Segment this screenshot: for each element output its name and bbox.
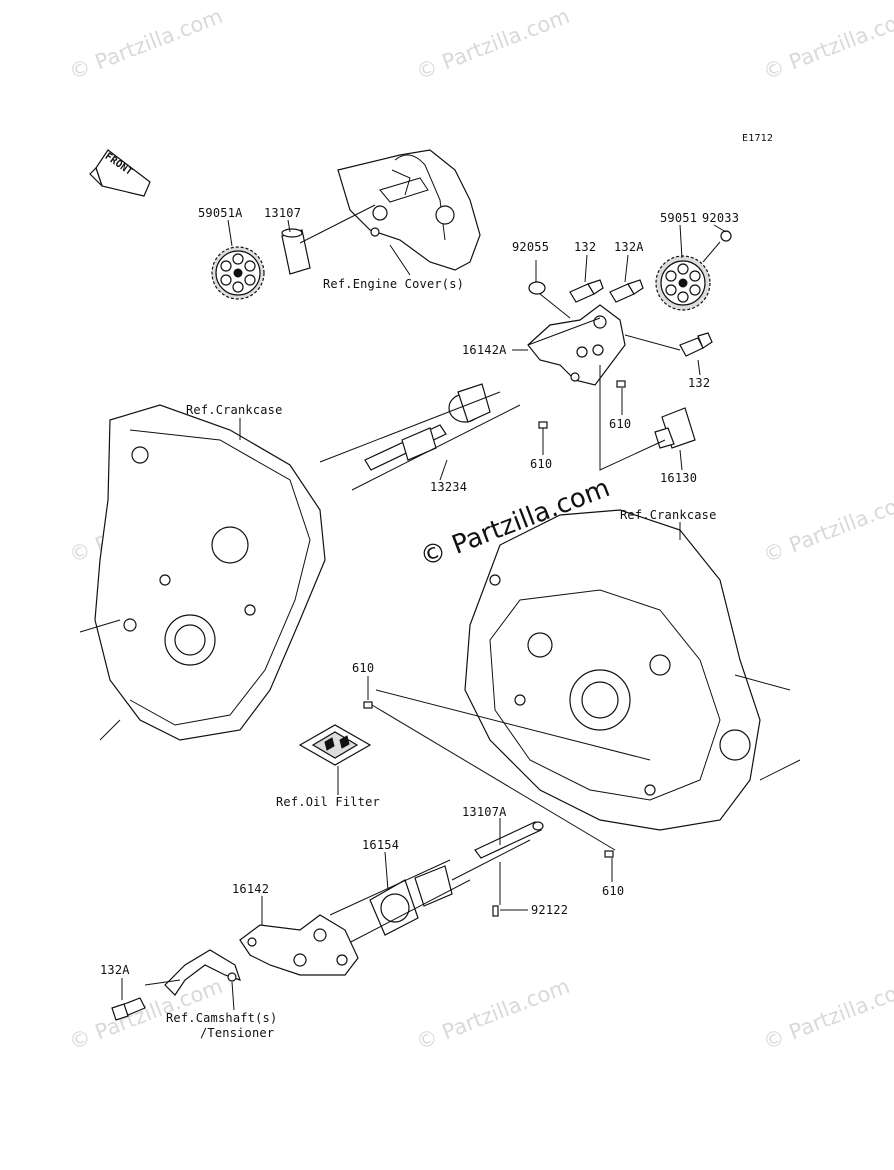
label-13234[interactable]: 13234 — [430, 480, 468, 494]
label-13107[interactable]: 13107 — [264, 206, 302, 220]
label-ref-engine-cover[interactable]: Ref.Engine Cover(s) — [323, 277, 465, 291]
label-610-a[interactable]: 610 — [609, 417, 632, 431]
dowel-610-a — [616, 380, 626, 388]
label-16142[interactable]: 16142 — [232, 882, 270, 896]
front-arrow-icon — [89, 149, 151, 197]
rotor-16154 — [329, 839, 531, 946]
label-132-top[interactable]: 132 — [574, 240, 597, 254]
pump-body-16142 — [239, 914, 359, 976]
circlip-92033 — [720, 230, 732, 242]
dowel-610-b — [538, 421, 548, 429]
sprocket-59051A — [211, 246, 265, 300]
fitting-16130 — [599, 365, 696, 471]
pin-13107A — [474, 821, 544, 859]
label-ref-tensioner[interactable]: /Tensioner — [200, 1026, 275, 1040]
shaft-13234 — [319, 383, 521, 491]
oil-filter-drawing — [298, 724, 372, 766]
label-59051A[interactable]: 59051A — [198, 206, 243, 220]
pump-body-16142A — [527, 304, 626, 386]
crankcase-right-drawing — [464, 509, 801, 831]
label-59051[interactable]: 59051 — [660, 211, 698, 225]
label-ref-crankcase-left[interactable]: Ref.Crankcase — [186, 403, 283, 417]
crankcase-left-drawing — [79, 404, 326, 741]
engine-cover-drawing — [337, 149, 481, 271]
pin-13107 — [281, 204, 376, 275]
label-16154[interactable]: 16154 — [362, 838, 400, 852]
dowel-610-c — [363, 701, 373, 709]
label-92122[interactable]: 92122 — [531, 903, 569, 917]
label-ref-oil-filter[interactable]: Ref.Oil Filter — [276, 795, 380, 809]
label-ref-camshaft[interactable]: Ref.Camshaft(s) — [166, 1011, 278, 1025]
label-610-c[interactable]: 610 — [352, 661, 375, 675]
pin-92122 — [492, 905, 499, 917]
bolt-132-right — [624, 332, 713, 357]
label-132-right[interactable]: 132 — [688, 376, 711, 390]
label-610-b[interactable]: 610 — [530, 457, 553, 471]
washer-92055 — [528, 281, 546, 295]
label-16142A[interactable]: 16142A — [462, 343, 507, 357]
tensioner-bracket-drawing — [144, 949, 241, 996]
bolt-132A-top — [609, 279, 644, 303]
label-92033[interactable]: 92033 — [702, 211, 740, 225]
label-610-d[interactable]: 610 — [602, 884, 625, 898]
label-ref-crankcase-right[interactable]: Ref.Crankcase — [620, 508, 717, 522]
label-92055[interactable]: 92055 — [512, 240, 550, 254]
sprocket-59051 — [655, 255, 711, 311]
label-13107A[interactable]: 13107A — [462, 805, 507, 819]
label-132A-bottom[interactable]: 132A — [100, 963, 130, 977]
label-16130[interactable]: 16130 — [660, 471, 698, 485]
label-132A-top[interactable]: 132A — [614, 240, 644, 254]
dowel-610-d — [604, 850, 614, 858]
bolt-132-top — [569, 279, 604, 303]
bolt-132A-bottom — [111, 997, 146, 1021]
diagram-code: E1712 — [742, 133, 774, 144]
